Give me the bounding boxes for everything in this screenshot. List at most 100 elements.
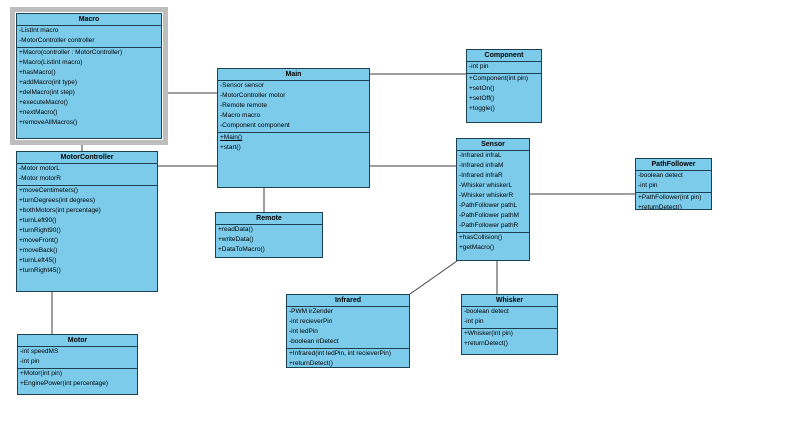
- class-attribute: -int pin: [469, 63, 489, 70]
- class-method: +turnLeft90(): [19, 217, 57, 224]
- class-attribute: -int pin: [638, 182, 658, 189]
- class-attribute: -Whisker whiskerL: [459, 182, 513, 189]
- class-title-motorcontroller: MotorController: [17, 152, 157, 164]
- class-box-motorcontroller[interactable]: MotorController-Motor motorL-Motor motor…: [16, 151, 158, 292]
- class-attribute: -Motor motorR: [19, 175, 61, 182]
- class-methods-infrared: +Infrared(int ledPin, int recieverPin) +r…: [287, 349, 409, 367]
- class-attribute: -Remote remote: [220, 102, 267, 109]
- class-method: +turnDegrees(int degrees): [19, 197, 96, 204]
- class-method: +setOn(): [469, 85, 495, 92]
- class-attribute: -Infrared infraM: [459, 162, 504, 169]
- class-attribute: -PathFollower pathR: [459, 222, 519, 229]
- class-attribute: -Macro macro: [220, 112, 261, 119]
- class-title-sensor: Sensor: [457, 139, 529, 151]
- class-method: +nextMacro(): [19, 109, 58, 116]
- class-attributes-infrared: -PWM irZender -int recieverPin -int ledPin…: [287, 307, 409, 349]
- class-title-pathfollower: PathFollower: [636, 159, 711, 171]
- class-attribute: -boolean detect: [464, 308, 509, 315]
- class-box-infrared[interactable]: Infrared-PWM irZender -int recieverPin -in…: [286, 294, 410, 368]
- class-method: +moveBack(): [19, 247, 58, 254]
- class-attribute: -boolean detect: [638, 172, 683, 179]
- class-method: +toggle(): [469, 105, 495, 112]
- class-attribute: -boolean irDetect: [289, 338, 339, 345]
- class-attribute: -int speedMS: [20, 348, 59, 355]
- class-method: +turnLeft45(): [19, 257, 57, 264]
- class-methods-whisker: +Whisker(int pin) +returnDetect(): [462, 329, 557, 350]
- class-method: +Whisker(int pin): [464, 330, 513, 337]
- class-attribute: -Infrared infraL: [459, 152, 502, 159]
- class-attribute: -int ledPin: [289, 328, 318, 335]
- class-attribute: -int pin: [464, 318, 484, 325]
- class-method: +returnDetect(): [638, 204, 682, 210]
- class-attributes-component: -int pin: [467, 62, 541, 74]
- class-attributes-main: -Sensor sensor-MotorController motor-Rem…: [218, 81, 369, 133]
- class-attributes-motor: -int speedMS-int pin: [18, 347, 137, 369]
- class-method: +DataToMacro(): [218, 246, 265, 253]
- class-attribute: -PathFollower pathM: [459, 212, 519, 219]
- class-method: +delMacro(int step): [19, 89, 75, 96]
- class-title-motor: Motor: [18, 335, 137, 347]
- class-attribute: -Whisker whiskerR: [459, 192, 514, 199]
- class-method: +addMacro(int type): [19, 79, 77, 86]
- class-box-sensor[interactable]: Sensor-Infrared infraL-Infrared infraM-I…: [456, 138, 530, 261]
- class-title-whisker: Whisker: [462, 295, 557, 307]
- class-method: +Component(int pin): [469, 75, 529, 82]
- class-box-remote[interactable]: Remote+readData()+writeData()+DataToMacr…: [215, 212, 323, 258]
- class-attribute: -Component component: [220, 122, 290, 129]
- class-method: +moveFront(): [19, 237, 59, 244]
- class-methods-main: +Main() +start(): [218, 133, 369, 154]
- class-method: +turnRight45(): [19, 267, 61, 274]
- class-methods-sensor: +hasCollision() +getMacro(): [457, 233, 529, 254]
- class-attributes-sensor: -Infrared infraL -Infrared infraM -Infrare…: [457, 151, 529, 233]
- class-method: +start(): [220, 144, 241, 151]
- class-box-macro[interactable]: Macro-ListInt macro -MotorController cont…: [16, 13, 162, 139]
- class-method: +bothMotors(int percentage): [19, 207, 101, 214]
- class-method: +hasMacro(): [19, 69, 56, 76]
- class-method: +Motor(int pin): [20, 370, 63, 377]
- class-method: +Infrared(int ledPin, int recieverPin): [289, 350, 392, 357]
- class-methods-remote: +readData()+writeData()+DataToMacro(): [216, 225, 322, 256]
- class-attribute: -MotorController motor: [220, 92, 286, 99]
- class-method: +setOff(): [469, 95, 495, 102]
- class-attributes-whisker: -boolean detect -int pin: [462, 307, 557, 329]
- class-method: +removeAllMacros(): [19, 119, 78, 126]
- class-attribute: -Infrared infraR: [459, 172, 503, 179]
- class-attribute: -PWM irZender: [289, 308, 334, 315]
- class-attributes-motorcontroller: -Motor motorL -Motor motorR: [17, 164, 157, 186]
- class-attributes-pathfollower: -boolean detect -int pin: [636, 171, 711, 193]
- class-title-macro: Macro: [17, 14, 161, 26]
- class-method: +Main(): [220, 134, 243, 141]
- class-method: +Macro(controller : MotorController): [19, 49, 123, 56]
- class-method: +Macro(ListInt macro): [19, 59, 83, 66]
- class-method: +turnRight90(): [19, 227, 61, 234]
- class-methods-motor: +Motor(int pin) +EnginePower(int percenta…: [18, 369, 137, 390]
- class-box-whisker[interactable]: Whisker-boolean detect -int pin +Whisker(i…: [461, 294, 558, 355]
- class-method: +returnDetect(): [289, 360, 333, 367]
- class-method: +EnginePower(int percentage): [20, 380, 108, 387]
- class-attribute: -Motor motorL: [19, 165, 60, 172]
- class-title-component: Component: [467, 50, 541, 62]
- connector-sensor-infrared[interactable]: [409, 260, 458, 295]
- class-method: +returnDetect(): [464, 340, 508, 347]
- class-method: +moveCentimeters(): [19, 187, 79, 194]
- class-method: +writeData(): [218, 236, 254, 243]
- class-box-motor[interactable]: Motor-int speedMS-int pin+Motor(int pin)…: [17, 334, 138, 395]
- class-title-remote: Remote: [216, 213, 322, 225]
- class-box-pathfollower[interactable]: PathFollower-boolean detect -int pin +Path…: [635, 158, 712, 210]
- class-methods-pathfollower: +PathFollower(int pin) +returnDetect(): [636, 193, 711, 210]
- class-attribute: -MotorController controller: [19, 37, 95, 44]
- class-box-main[interactable]: Main-Sensor sensor-MotorController motor…: [217, 68, 370, 188]
- class-title-infrared: Infrared: [287, 295, 409, 307]
- class-box-component[interactable]: Component-int pin +Component(int pin) +set…: [466, 49, 542, 123]
- class-attribute: -ListInt macro: [19, 27, 59, 34]
- class-method: +executeMacro(): [19, 99, 68, 106]
- class-methods-motorcontroller: +moveCentimeters() +turnDegrees(int degre…: [17, 186, 157, 277]
- class-attributes-macro: -ListInt macro -MotorController controlle…: [17, 26, 161, 48]
- class-attribute: -int recieverPin: [289, 318, 333, 325]
- class-method: +getMacro(): [459, 244, 495, 251]
- class-method: +PathFollower(int pin): [638, 194, 702, 201]
- class-method: +hasCollision(): [459, 234, 503, 241]
